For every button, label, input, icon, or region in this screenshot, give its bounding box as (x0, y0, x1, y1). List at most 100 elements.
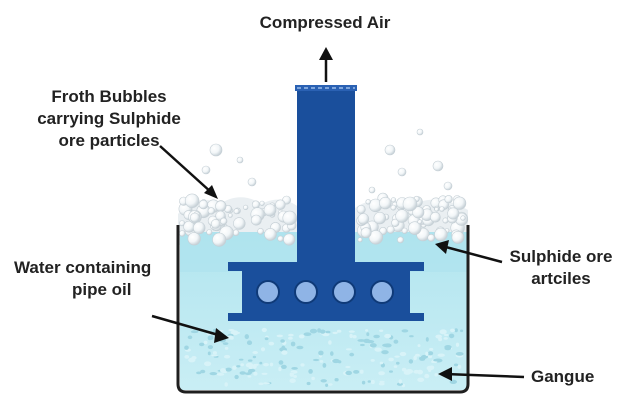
gangue-particle (439, 329, 447, 335)
froth-bubble (391, 218, 400, 227)
froth-bubble (215, 200, 227, 212)
gangue-particle (435, 334, 443, 339)
gangue-particle (260, 347, 266, 352)
gangue-particle (388, 357, 394, 362)
froth-bubble (282, 210, 297, 226)
froth-bubble (379, 196, 392, 210)
gangue-particle (345, 370, 353, 376)
gangue-particle (448, 333, 455, 339)
gangue-particle (298, 334, 305, 339)
gangue-particle (253, 371, 258, 376)
gangue-particle (212, 351, 217, 355)
froth-bubble (401, 227, 408, 234)
froth-bubbles-label: Froth Bubbles carrying Sulphide ore part… (37, 87, 181, 150)
froth-bubble (390, 204, 397, 211)
gangue-particle (369, 343, 377, 348)
gangue-particle (394, 355, 400, 358)
froth-bubble (395, 209, 409, 223)
froth-bubble (250, 214, 262, 226)
froth-bubble (179, 230, 186, 237)
gangue-particle (247, 375, 252, 378)
gangue-particle (228, 329, 235, 332)
gangue-particle (225, 367, 232, 372)
gangue-particle (317, 328, 321, 333)
gangue-particle (245, 362, 254, 368)
gangue-particle (224, 354, 231, 359)
gangue-particle (258, 382, 264, 386)
gangue-particle (281, 364, 287, 369)
froth-bubble (201, 165, 211, 175)
gangue-particle (370, 359, 375, 362)
froth-bubble (447, 207, 460, 220)
gangue-particle (289, 378, 296, 384)
arrow-up-icon (319, 47, 333, 82)
gangue-particle (263, 382, 270, 385)
gangue-particle (224, 346, 229, 350)
gangue-particle (405, 369, 414, 374)
gangue-particle (434, 373, 438, 377)
gangue-particle (252, 363, 257, 369)
froth-bubble (189, 212, 200, 223)
gangue-particle (278, 366, 282, 372)
gangue-particle (345, 365, 351, 369)
gangue-particle (396, 361, 400, 365)
gangue-particle (259, 361, 263, 365)
gangue-particle (370, 379, 375, 385)
gangue-particle (366, 332, 370, 337)
froth-bubble (357, 213, 370, 225)
sulphide-pointer-arrow (435, 240, 503, 264)
gangue-particle (425, 351, 429, 356)
gangue-particle (276, 334, 283, 338)
gangue-particle (457, 364, 462, 369)
froth-bubble (432, 160, 444, 172)
froth-bubble (184, 193, 200, 209)
froth-bubble (360, 227, 372, 239)
froth-bubble (397, 167, 407, 177)
gangue-particle (280, 339, 285, 343)
gangue-particle (236, 365, 241, 368)
gangue-particle (393, 365, 398, 368)
gangue-particle (234, 374, 239, 380)
froth-bubble (427, 234, 436, 242)
gangue-particle (191, 356, 197, 360)
gangue-particle (361, 380, 366, 385)
gangue-particle (444, 346, 452, 351)
tank-outline (176, 225, 470, 394)
gangue-particle (373, 334, 380, 339)
gangue-particle (322, 363, 327, 368)
froth-bubble (386, 225, 395, 234)
gangue-particle (455, 352, 464, 356)
gangue-particle (199, 342, 205, 347)
gangue-particle (288, 333, 294, 337)
froth-bubble (368, 186, 376, 194)
gangue-particle (328, 383, 333, 386)
gangue-particle (244, 372, 252, 376)
gangue-particle (308, 369, 313, 374)
gangue-particle (413, 355, 417, 361)
froth-bubble (434, 227, 448, 242)
froth-bubble (251, 200, 260, 209)
gangue-particle (291, 367, 298, 370)
gangue-particle (190, 330, 199, 334)
manifold-hole (294, 280, 318, 304)
gangue-particle (426, 365, 434, 371)
gangue-particle (252, 355, 257, 359)
froth-bubble (444, 195, 453, 204)
gangue-particle (281, 350, 288, 355)
gangue-particle (184, 355, 190, 359)
gangue-particle (247, 359, 253, 362)
gangue-particle (238, 358, 244, 361)
gangue-particle (196, 371, 202, 375)
gangue-particle (450, 328, 455, 333)
gangue-particle (359, 369, 364, 374)
gangue-particle (419, 358, 426, 361)
gangue-particle (379, 329, 384, 332)
froth-bubble (228, 213, 233, 218)
gangue-particle (393, 339, 399, 344)
froth-bubble (275, 199, 286, 210)
gangue-particle (222, 342, 229, 345)
gangue-particle (318, 350, 324, 356)
gangue-particle (306, 381, 311, 386)
gangue-particle (296, 345, 304, 350)
